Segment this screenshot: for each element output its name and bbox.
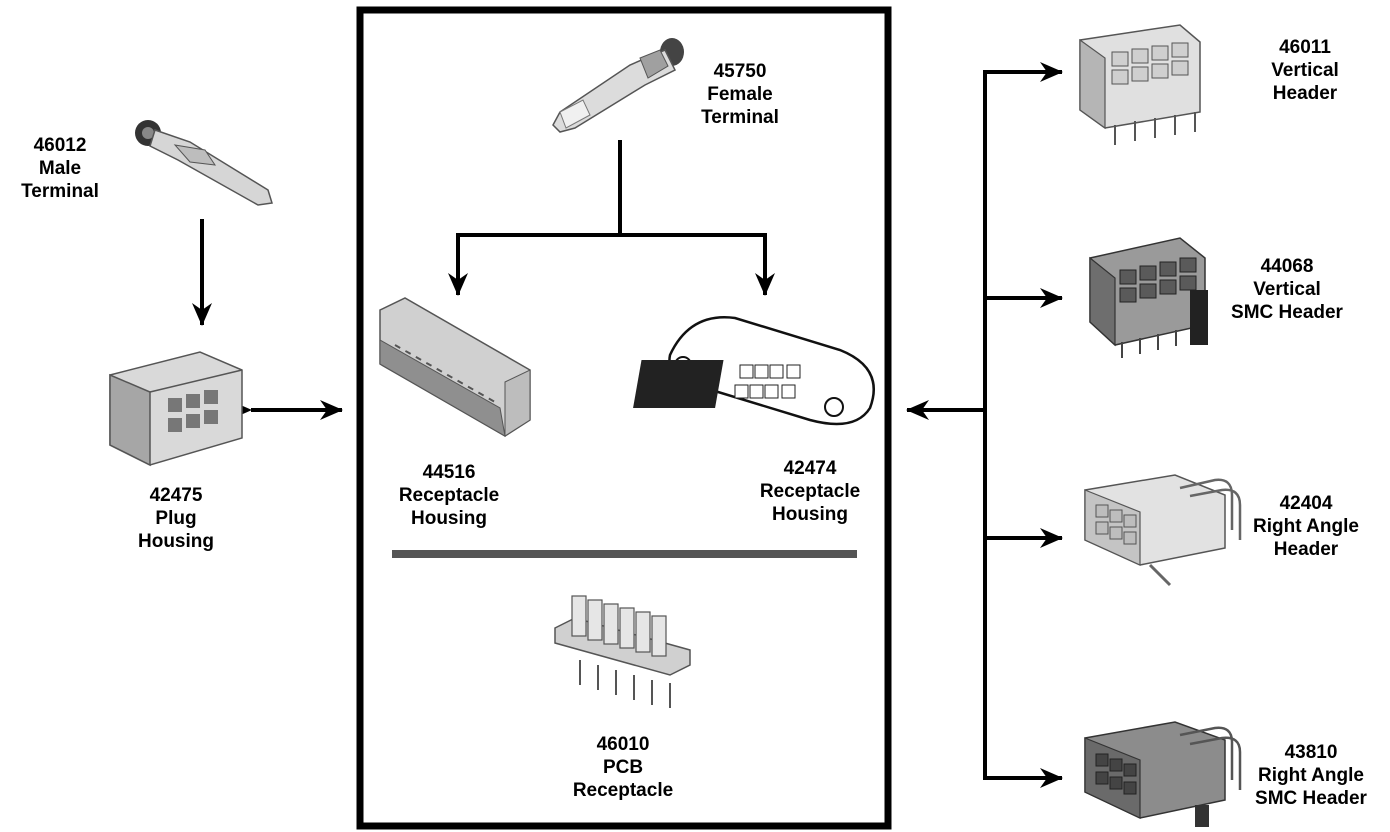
plug-housing-icon — [109, 351, 243, 467]
male-terminal-icon — [135, 120, 273, 206]
center-group-frame — [356, 6, 892, 830]
arrow-female-to-receptacles — [448, 140, 775, 296]
pcb-receptacle-icon — [554, 595, 691, 708]
label-46011-vertical-header: 46011 Vertical Header — [1271, 37, 1339, 104]
label-46012-male-terminal: 46012 Male Terminal — [21, 135, 99, 202]
label-46010-pcb-receptacle: 46010 PCB Receptacle — [572, 734, 674, 801]
label-42404-right-angle-header: 42404 Right Angle Header — [1253, 493, 1359, 560]
label-45750-female-terminal: 45750 Female Terminal — [701, 61, 779, 128]
arrow-headers-bus — [906, 62, 1063, 788]
label-42474-receptacle-housing: 42474 Receptacle Housing — [759, 458, 861, 525]
label-44068-vertical-smc-header: 44068 Vertical SMC Header — [1231, 256, 1343, 323]
receptacle-44516-icon — [379, 297, 531, 437]
right-angle-header-icon — [1084, 474, 1242, 587]
female-terminal-icon — [552, 38, 684, 133]
right-angle-smc-header-icon — [1084, 721, 1242, 827]
label-43810-right-angle-smc-header: 43810 Right Angle SMC Header — [1255, 742, 1367, 809]
label-44516-receptacle-housing: 44516 Receptacle Housing — [398, 462, 500, 529]
receptacle-42474-icon — [633, 316, 875, 426]
vertical-header-icon — [1079, 24, 1201, 145]
vertical-smc-header-icon — [1089, 237, 1208, 358]
label-42475-plug-housing: 42475 Plug Housing — [138, 485, 214, 552]
